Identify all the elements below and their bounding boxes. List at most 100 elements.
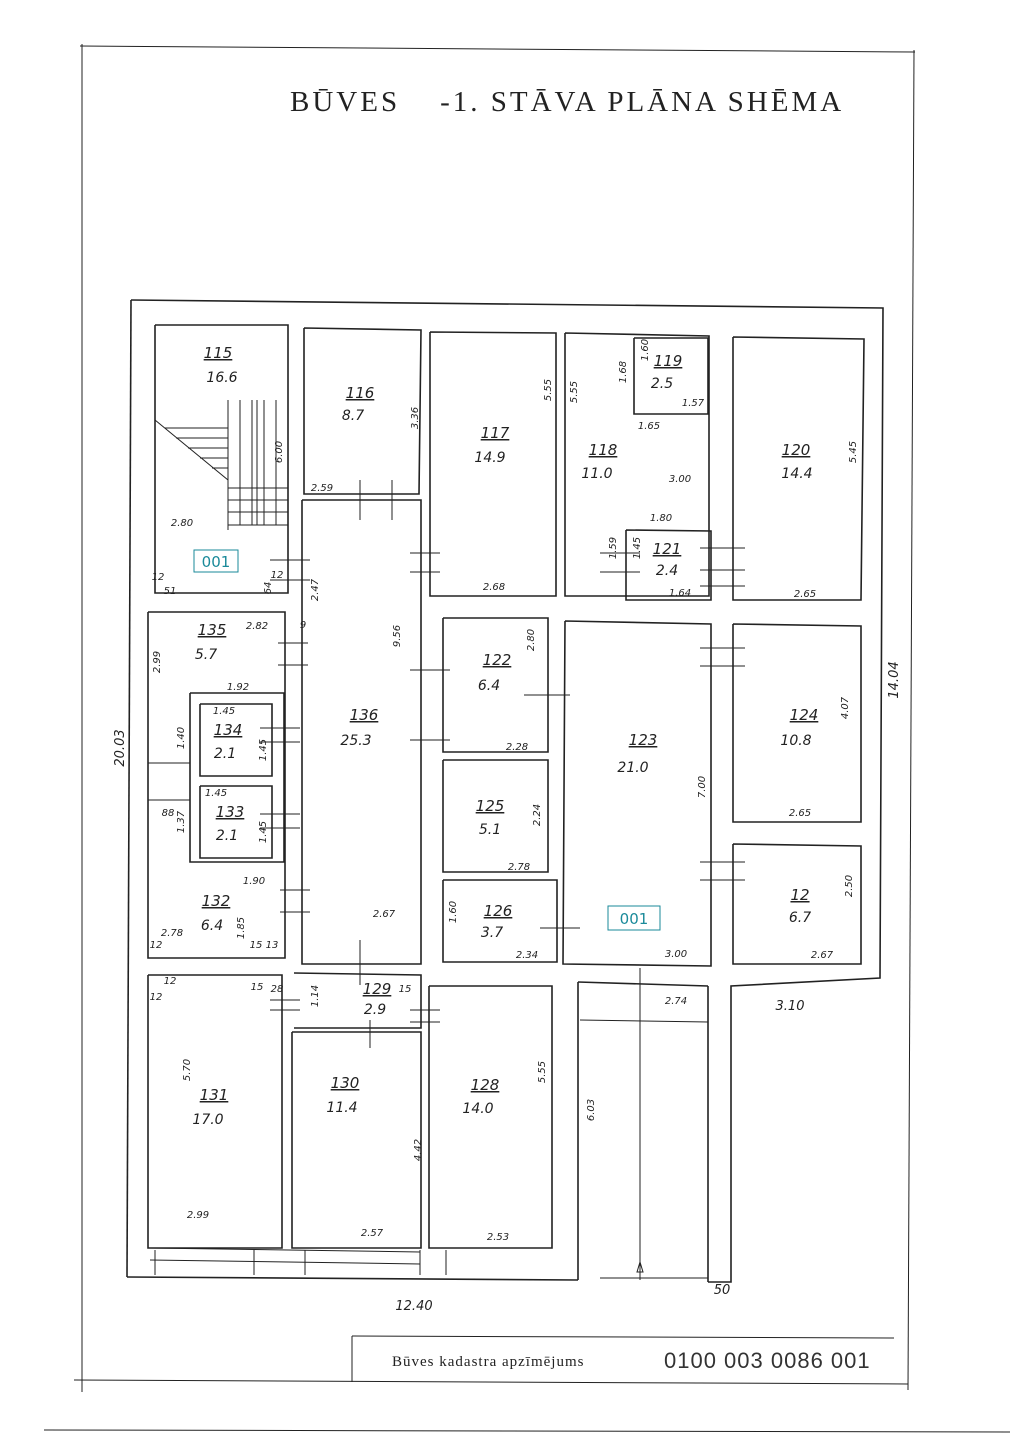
room-area: 14.9 [474,450,505,466]
svg-text:1.57: 1.57 [682,398,705,409]
svg-text:1.45: 1.45 [632,537,643,559]
room-area: 11.0 [581,466,612,482]
svg-text:2.34: 2.34 [516,950,538,961]
room-number: 121 [653,540,682,558]
room-area: 14.0 [462,1101,493,1117]
room-number: 118 [589,441,618,459]
room-number: 134 [214,721,243,739]
plan-title: BŪVES-1. STĀVA PLĀNA SHĒMA [290,86,845,118]
overall-height-right: 14.04 [887,661,902,698]
svg-text:51: 51 [164,586,177,597]
room-number: 115 [204,344,233,362]
svg-text:12: 12 [150,940,163,951]
room-area: 6.7 [789,910,811,926]
svg-text:88: 88 [162,808,175,819]
svg-text:1.45: 1.45 [205,788,227,799]
svg-text:1.45: 1.45 [258,739,269,761]
svg-text:2.65: 2.65 [789,808,811,819]
overall-dimensions: 20.03 14.04 12.40 3.10 50 [113,661,902,1314]
svg-text:5.55: 5.55 [543,379,554,401]
room-area: 16.6 [206,370,237,386]
room-dimensions: 2.80 6.00 12 51 64 12 2.59 3.36 2.68 5.5… [150,339,859,1243]
svg-text:1.59: 1.59 [608,537,619,559]
svg-text:5.45: 5.45 [848,441,859,463]
svg-text:2.28: 2.28 [506,742,528,753]
room-127: 126.7 [789,886,811,926]
svg-text:2.59: 2.59 [311,483,333,494]
room-number: 128 [471,1076,500,1094]
room-area: 6.4 [478,678,500,694]
svg-text:64: 64 [263,582,274,595]
svg-text:3.36: 3.36 [410,407,421,429]
svg-text:2.80: 2.80 [171,518,193,529]
room-number: 124 [790,706,819,724]
svg-text:1.90: 1.90 [243,876,265,887]
svg-text:5.55: 5.55 [537,1061,548,1083]
cadastre-label: Būves kadastra apzīmējums [392,1354,585,1370]
room-number: 133 [216,803,245,821]
svg-text:15: 15 [250,940,263,951]
room-area: 14.4 [781,466,812,482]
svg-text:6.03: 6.03 [586,1099,597,1121]
room-number: 12 [790,886,809,904]
svg-text:001: 001 [620,910,649,928]
svg-text:2.65: 2.65 [794,589,816,600]
svg-text:1.92: 1.92 [227,682,249,693]
svg-text:2.57: 2.57 [361,1228,384,1239]
room-number: 116 [346,384,375,402]
svg-text:2.78: 2.78 [508,862,530,873]
svg-text:12: 12 [152,572,165,583]
corner-dim: 50 [714,1283,731,1298]
room-area: 2.1 [216,828,238,844]
svg-text:2.99: 2.99 [152,651,163,673]
svg-text:1.40: 1.40 [176,727,187,749]
svg-text:9.56: 9.56 [392,625,403,647]
svg-text:15: 15 [251,982,264,993]
svg-text:2.68: 2.68 [483,582,505,593]
room-area: 2.1 [214,746,236,762]
room-number: 119 [654,352,683,370]
cadastre-code: 0100 003 0086 001 [664,1348,871,1373]
room-number: 132 [202,892,231,910]
room-115: 115 16.6 [204,344,238,386]
svg-text:1.37: 1.37 [176,810,187,833]
svg-text:1.68: 1.68 [618,361,629,383]
svg-text:12: 12 [150,992,163,1003]
svg-text:7.00: 7.00 [697,776,708,798]
room-number: 123 [629,731,658,749]
svg-text:1.45: 1.45 [258,821,269,843]
room-area: 2.9 [364,1002,386,1018]
svg-text:1.80: 1.80 [650,513,672,524]
svg-text:12: 12 [271,570,284,581]
building-outline [126,299,884,1283]
overall-height-left: 20.03 [113,729,128,766]
svg-text:2.47: 2.47 [310,578,321,601]
svg-text:13: 13 [266,940,279,951]
svg-text:15: 15 [399,984,412,995]
svg-text:2.82: 2.82 [246,621,268,632]
svg-text:1.85: 1.85 [236,917,247,939]
room-number: 131 [200,1086,229,1104]
svg-text:1.60: 1.60 [448,901,459,923]
svg-text:5.70: 5.70 [182,1059,193,1081]
svg-text:1.45: 1.45 [213,706,235,717]
svg-text:12: 12 [164,976,177,987]
stamp-left: 001 [193,549,239,573]
room-128: 128 14.0 [462,1076,499,1117]
cadastre-box [351,1335,895,1382]
svg-text:9: 9 [300,620,306,631]
room-area: 3.7 [481,925,503,941]
